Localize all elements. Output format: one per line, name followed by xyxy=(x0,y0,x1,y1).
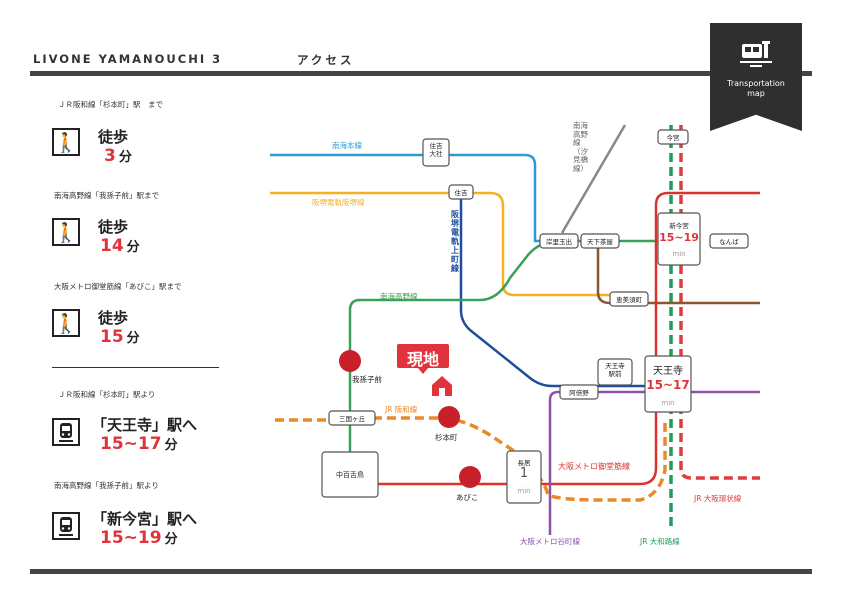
station-namba: なんば xyxy=(719,238,739,246)
line-label-hankai: 阪堺電軌阪堺線 xyxy=(312,198,365,207)
footer-divider xyxy=(30,569,812,574)
walk-route-heading-2: 南海高野線「我孫子前」駅まで xyxy=(54,191,159,200)
koya-line xyxy=(348,239,559,484)
walk-route-heading-3: 大阪メトロ御堂筋線「あびこ」駅まで xyxy=(54,282,182,291)
station-sumiyoshi: 住吉 xyxy=(454,189,468,197)
walk-label-3: 徒歩 xyxy=(98,309,129,327)
nagai-min: min xyxy=(517,487,531,495)
tennoji-min: min xyxy=(661,399,675,407)
badge-line2: map xyxy=(747,89,765,98)
section-title: アクセス xyxy=(297,53,355,67)
midosuji-line xyxy=(350,191,760,486)
walk-route-heading-1: ＪＲ阪和線「杉本町」駅 まで xyxy=(58,100,163,109)
station-sugimotocho: 杉本町 xyxy=(435,433,458,442)
station-mikunigaoka: 三国ヶ丘 xyxy=(339,415,365,423)
station-tengachaya: 天下茶屋 xyxy=(587,238,613,246)
walking-person-icon: 🚶 xyxy=(52,128,80,156)
line-label-koya: 南海高野線 xyxy=(380,292,418,301)
tanimachi-line xyxy=(548,390,760,535)
transportation-map-badge: Transportation map xyxy=(710,23,802,131)
loop-line xyxy=(679,125,760,480)
line-label-loop: JR 大阪環状線 xyxy=(694,494,742,503)
line-label-tanimachi: 大阪メトロ谷町線 xyxy=(520,537,580,546)
train-destination-1: 「天王寺」駅へ xyxy=(92,416,198,434)
station-ebisucho: 恵美須町 xyxy=(616,296,642,304)
station-nakamozu: 中百舌鳥 xyxy=(336,471,364,479)
line-label-midosuji: 大阪メトロ御堂筋線 xyxy=(558,462,630,471)
current-location-label: 現地 xyxy=(406,350,439,369)
badge-line1: Transportation xyxy=(727,79,785,88)
train-icon xyxy=(52,418,80,446)
station-tennoji-ekimae: 天王寺 駅前 xyxy=(605,362,625,378)
walk-label-2: 徒歩 xyxy=(98,218,129,236)
walking-person-icon: 🚶 xyxy=(52,309,80,337)
station-abikomae: 我孫子前 xyxy=(352,375,382,384)
train-destination-2: 「新今宮」駅へ xyxy=(92,510,198,528)
line-label-shiomibashi: 南海高野線（汐見橋線） xyxy=(573,121,588,173)
shiomibashi-line xyxy=(560,124,627,234)
station-abeno: 阿倍野 xyxy=(569,389,589,397)
station-nagai: 長居 xyxy=(517,459,531,467)
station-abiko: あびこ xyxy=(456,493,479,502)
shin-imamiya-min: min xyxy=(672,250,686,258)
line-label-yamatoji: JR 大和路線 xyxy=(640,537,680,546)
line-label-nankai-main: 南海本線 xyxy=(332,141,362,150)
header-divider xyxy=(30,71,812,76)
station-tennoji: 天王寺 xyxy=(653,366,683,377)
station-imamiya: 今宮 xyxy=(666,134,680,142)
line-label-uemachi: 阪堺電軌上町線 xyxy=(451,210,459,273)
section-divider xyxy=(52,367,219,368)
walk-label-1: 徒歩 xyxy=(98,128,129,146)
tennoji-time: 15~17 xyxy=(646,378,690,392)
train-icon xyxy=(52,512,80,540)
train-route-heading-1: ＪＲ阪和線「杉本町」駅より xyxy=(58,390,156,399)
uemachi-line xyxy=(459,195,648,388)
train-route-heading-2: 南海高野線「我孫子前」駅より xyxy=(54,481,159,490)
walking-person-icon: 🚶 xyxy=(52,218,80,246)
station-shin-imamiya: 新今宮 xyxy=(669,222,689,230)
station-kishinosato: 岸里玉出 xyxy=(546,238,572,246)
shin-imamiya-time: 15~19 xyxy=(659,231,699,244)
nankai-main-line xyxy=(270,153,558,243)
line-label-jr-hanwa: JR 阪和線 xyxy=(385,405,418,414)
hankai-line xyxy=(270,191,628,297)
train-icon xyxy=(740,41,772,67)
nagai-time: 1 xyxy=(519,466,529,481)
station-sumiyoshi-taisha: 住吉 大社 xyxy=(429,142,443,158)
brand-name: LIVONE YAMANOUCHI 3 xyxy=(33,52,223,66)
